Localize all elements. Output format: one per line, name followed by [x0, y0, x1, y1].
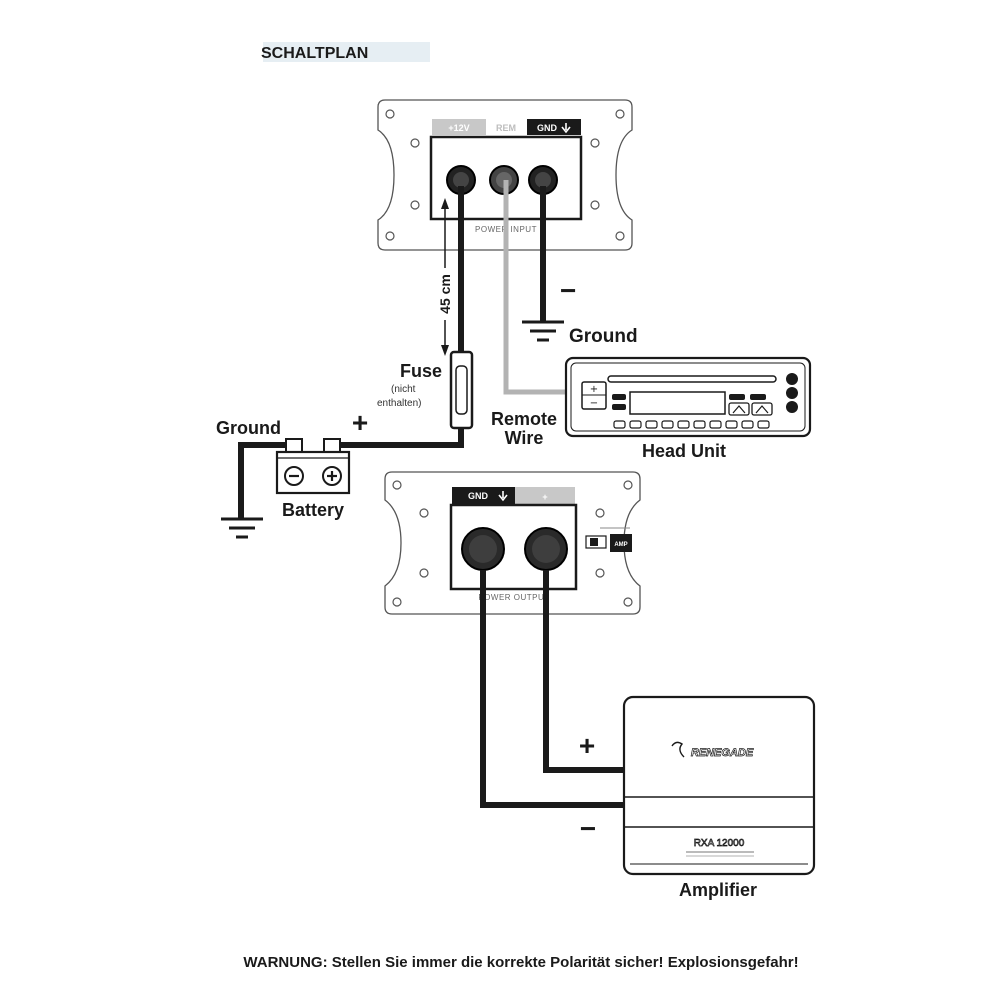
plus-output-screw: [532, 535, 560, 563]
seek-button: [728, 402, 750, 416]
button: [612, 394, 626, 400]
mount-hole: [410, 200, 420, 210]
preset-button: [661, 420, 674, 429]
preset-button: [613, 420, 626, 429]
amp-minus-symbol: −: [580, 813, 596, 844]
seek-button: [751, 402, 773, 416]
warning-text: WARNUNG: Stellen Sie immer die korrekte …: [243, 954, 798, 971]
ground-arrow-icon: [561, 123, 571, 134]
knob: [786, 387, 798, 399]
fuse-note-line1: (nicht: [391, 384, 416, 395]
remote-label-line2: Wire: [505, 428, 544, 448]
knob: [786, 373, 798, 385]
mount-hole: [385, 109, 395, 119]
button: [729, 394, 745, 400]
battery-positive-wire: [340, 428, 464, 448]
head-unit-label: Head Unit: [642, 441, 726, 461]
plus-symbol-left: +: [352, 407, 368, 438]
amp-plus-symbol: +: [579, 730, 595, 761]
brand-logo-icon: [671, 741, 685, 758]
plus-terminal-screw: [453, 172, 469, 188]
preset-button: [677, 420, 690, 429]
power-output-caption: POWER OUTPUT: [478, 593, 549, 602]
preset-button: [645, 420, 658, 429]
ground-label-left: Ground: [216, 418, 281, 438]
fuse: [449, 350, 474, 430]
distance-label: 45 cm: [437, 274, 453, 314]
cd-slot: [607, 375, 777, 383]
preset-button: [709, 420, 722, 429]
diagram-title: SCHALTPLAN: [261, 45, 368, 62]
mount-hole: [623, 480, 633, 490]
volume-up-icon: +: [590, 384, 598, 395]
fuse-note-line2: enthalten): [377, 398, 421, 409]
mount-hole: [392, 480, 402, 490]
amplifier-label: Amplifier: [679, 880, 757, 900]
rem-label: REM: [496, 123, 516, 133]
fuse-label: Fuse: [400, 361, 442, 381]
button: [612, 404, 626, 410]
model-label: RXA 12000: [694, 838, 745, 849]
amp-ground-wire: [480, 570, 624, 808]
title-background: [208, 42, 430, 62]
mount-hole: [419, 508, 429, 518]
arrow-down-icon: [441, 345, 449, 356]
plus12v-tab: [432, 119, 486, 135]
preset-button: [757, 420, 770, 429]
mount-hole: [385, 231, 395, 241]
title-fade: [208, 42, 263, 62]
power-output-panel: GND + POWER OUTPUT AMP: [384, 471, 641, 615]
preset-button: [741, 420, 754, 429]
battery-label: Battery: [282, 500, 344, 520]
battery-ground-wire: [238, 442, 286, 518]
mount-hole: [615, 231, 625, 241]
display-screen: [629, 391, 726, 415]
head-unit: + −: [564, 356, 812, 438]
gnd-output-screw: [469, 535, 497, 563]
output-gnd-label: GND: [468, 491, 489, 501]
preset-button: [693, 420, 706, 429]
ground-symbol-top: [522, 320, 564, 342]
mount-hole: [392, 597, 402, 607]
output-plus-label: +: [542, 492, 547, 502]
brand-logo: RENEGADE: [691, 747, 754, 759]
mount-hole: [419, 568, 429, 578]
amplifier: RENEGADE RXA 12000: [622, 695, 816, 876]
gnd-tab: [452, 487, 515, 504]
button: [750, 394, 766, 400]
preset-button: [725, 420, 738, 429]
remote-label-line1: Remote: [491, 409, 557, 429]
ground-symbol-left: [221, 517, 263, 539]
mount-hole: [595, 508, 605, 518]
knob: [786, 401, 798, 413]
amp-switch: [610, 534, 632, 552]
amp-switch-label: AMP: [614, 542, 627, 548]
plus-tab: [515, 487, 575, 504]
amp-positive-wire: [543, 570, 624, 773]
mount-hole: [595, 568, 605, 578]
mount-hole: [590, 138, 600, 148]
mount-hole: [623, 597, 633, 607]
distance-indicator: [437, 198, 453, 356]
minus-symbol-top: −: [560, 275, 576, 306]
battery: [275, 438, 351, 495]
gnd-terminal-screw: [535, 172, 551, 188]
remote-wire: [503, 180, 566, 395]
mount-hole: [590, 200, 600, 210]
mount-hole: [410, 138, 420, 148]
ground-arrow-icon: [498, 491, 508, 502]
ground-label-top: Ground: [569, 326, 638, 347]
mount-hole: [615, 109, 625, 119]
gnd-label: GND: [537, 123, 558, 133]
arrow-up-icon: [441, 198, 449, 209]
plus12v-label: +12V: [448, 123, 469, 133]
volume-down-icon: −: [590, 398, 598, 409]
preset-button: [629, 420, 642, 429]
